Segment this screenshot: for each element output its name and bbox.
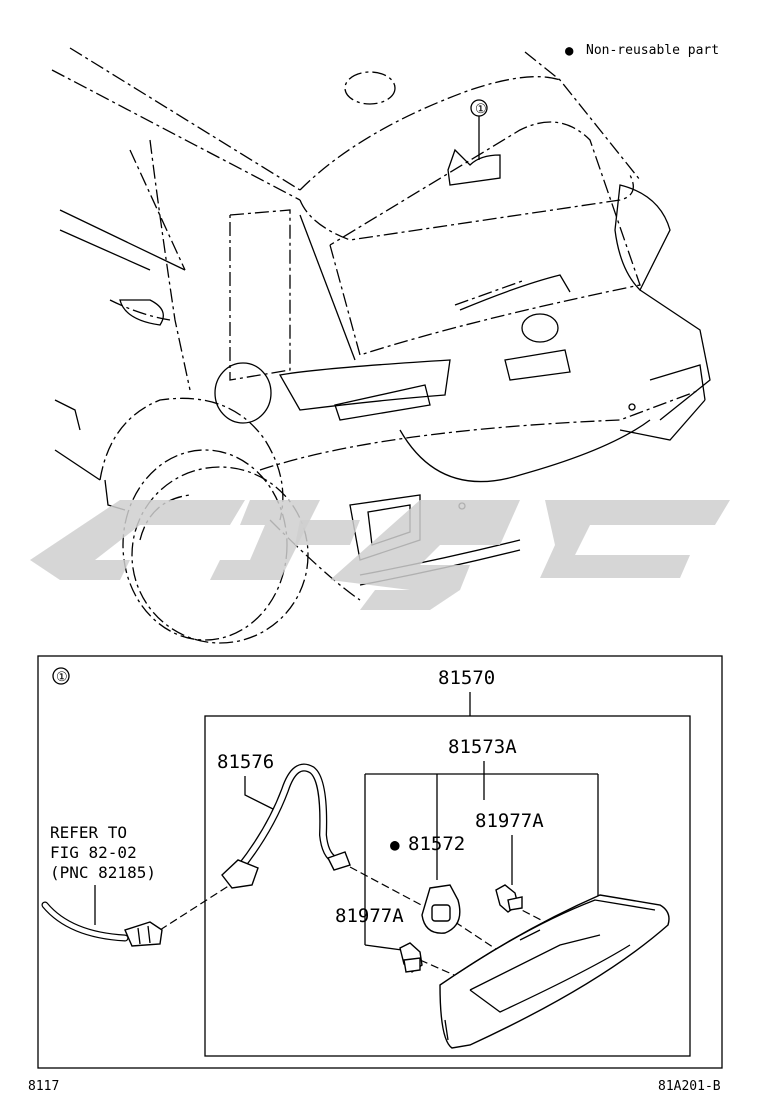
label-81572: 81572 (408, 833, 465, 855)
label-81576: 81576 (217, 751, 274, 773)
label-81977A-top: 81977A (475, 810, 544, 832)
legend: ● Non-reusable part (565, 43, 719, 59)
gasket-81572 (421, 884, 461, 934)
refer-line-1: REFER TO (50, 823, 127, 842)
detail-panel: ① 81570 81573A 81576 ● 81572 (37, 655, 723, 1069)
refer-line-2: FIG 82-02 (50, 843, 137, 862)
stop-light-assembly-81570 (439, 894, 670, 1049)
clip-81977A-top (495, 884, 523, 913)
legend-text: Non-reusable part (586, 43, 719, 58)
callout-marker-1: ① (475, 102, 487, 117)
label-81570: 81570 (438, 667, 495, 689)
refer-line-3: (PNC 82185) (50, 863, 156, 882)
label-81977A-bottom: 81977A (335, 905, 404, 927)
wire-harness-81576 (221, 763, 351, 889)
watermark-logo (30, 500, 730, 610)
footer-illustration-code: 81A201-B (658, 1079, 721, 1094)
footer-figure-number: 8117 (28, 1079, 59, 1094)
non-reusable-symbol-81572: ● (390, 835, 400, 854)
detail-marker-1: ① (56, 670, 68, 685)
external-harness (41, 901, 163, 947)
vehicle-illustration: ① (51, 47, 711, 644)
non-reusable-symbol: ● (565, 43, 574, 59)
clip-81977A-bottom (399, 942, 423, 973)
label-81573A: 81573A (448, 736, 517, 758)
